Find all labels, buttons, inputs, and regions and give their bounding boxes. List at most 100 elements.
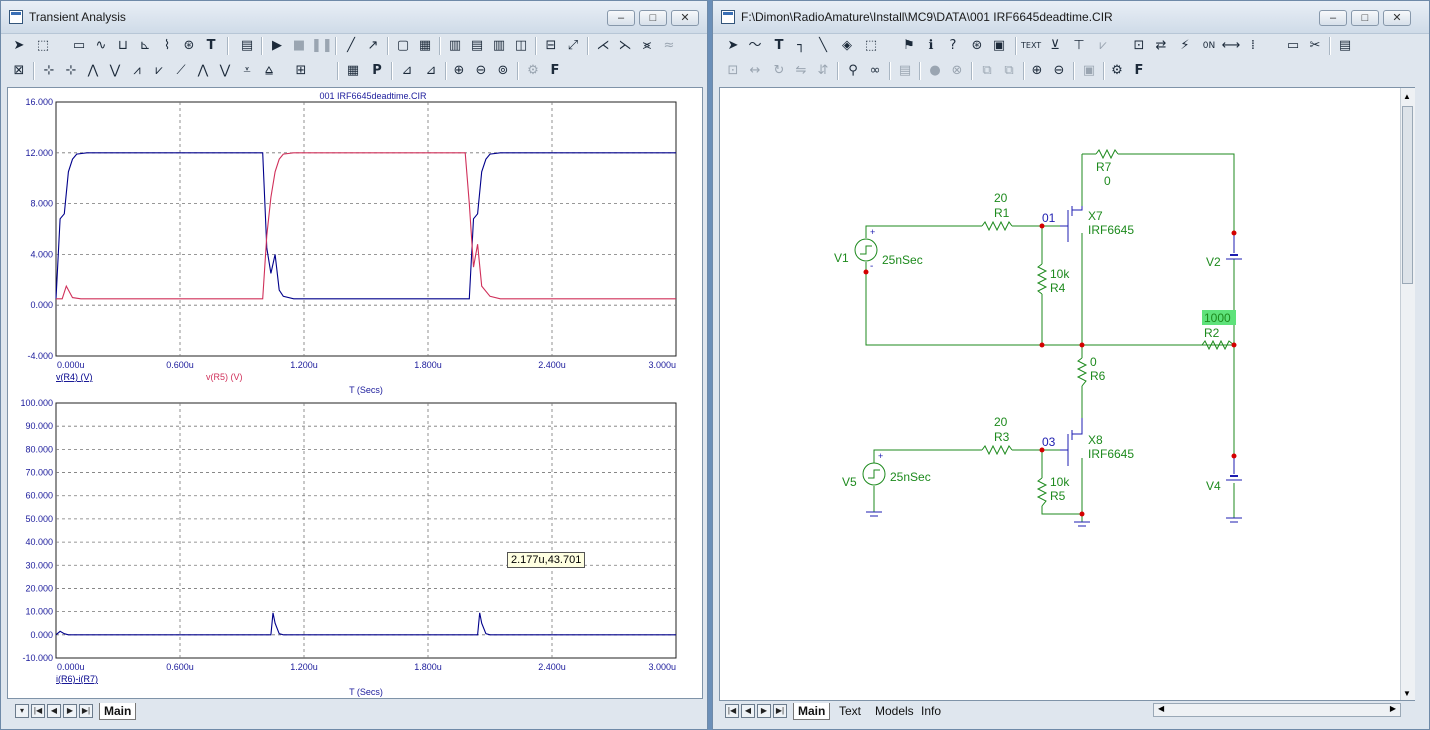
font-icon[interactable]: F bbox=[1134, 63, 1144, 78]
zoom-in-icon[interactable]: ⊕ bbox=[453, 63, 465, 78]
select-arrow-icon[interactable]: ➤ bbox=[727, 38, 739, 53]
stop-circle-icon[interactable]: ⊗ bbox=[951, 63, 963, 78]
global-low-icon[interactable]: ⋁ bbox=[219, 63, 231, 78]
inflection-icon[interactable]: ⟋ bbox=[176, 63, 186, 78]
scroll-down-icon[interactable]: ▾ bbox=[15, 704, 29, 718]
point-icon[interactable]: ⊛ bbox=[183, 38, 195, 53]
graph-icon[interactable]: ▭ bbox=[72, 38, 86, 53]
find-icon[interactable]: ⚲ bbox=[848, 63, 858, 78]
label-p-icon[interactable]: P bbox=[372, 63, 382, 78]
peak-icon[interactable]: ⋌ bbox=[596, 38, 610, 53]
maximize-button[interactable]: □ bbox=[639, 10, 667, 26]
yx-icon[interactable]: ⊿ bbox=[425, 63, 437, 78]
line-icon[interactable]: ╱ bbox=[347, 38, 355, 53]
close-button[interactable]: ✕ bbox=[1383, 10, 1411, 26]
chart-icon[interactable]: ⊠ bbox=[13, 63, 25, 78]
low-icon[interactable]: ⩗ bbox=[155, 63, 163, 78]
select-arrow-icon[interactable]: ➤ bbox=[13, 38, 25, 53]
ortho-wire-icon[interactable]: ┐ bbox=[797, 38, 805, 53]
horizontal-scrollbar[interactable]: ◀ ▶ bbox=[1153, 703, 1401, 717]
flip-v-icon[interactable]: ⇵ bbox=[817, 63, 829, 78]
copy-icon[interactable]: ⧉ bbox=[982, 63, 992, 78]
highlight-icon[interactable]: ⚡ bbox=[1180, 38, 1190, 53]
box-icon[interactable]: ⊔ bbox=[117, 38, 129, 53]
left-cursor-icon[interactable]: ⊹ bbox=[43, 63, 55, 78]
wave-icon[interactable]: ≈ bbox=[663, 38, 675, 53]
probe-icon[interactable]: ⊛ bbox=[971, 38, 983, 53]
prev-tab-icon[interactable]: ◀ bbox=[741, 704, 755, 718]
cut-icon[interactable]: ✂ bbox=[1309, 38, 1321, 53]
component-icon[interactable]: ⬚ bbox=[36, 38, 50, 53]
bottom-icon[interactable]: ⩠ bbox=[265, 63, 273, 78]
right-cursor-icon[interactable]: ⊹ bbox=[65, 63, 77, 78]
tab-main[interactable]: Main bbox=[99, 703, 137, 720]
cursor-icon[interactable]: ⤢ bbox=[567, 38, 579, 53]
attr-icon[interactable]: ⊡ bbox=[1133, 38, 1145, 53]
font-icon[interactable]: F bbox=[550, 63, 560, 78]
camera-icon[interactable]: ▣ bbox=[1082, 63, 1096, 78]
scroll-thumb[interactable] bbox=[1402, 106, 1413, 284]
tab-models[interactable]: Models bbox=[875, 704, 914, 718]
split-vertical-icon[interactable]: ▤ bbox=[470, 38, 484, 53]
scroll-left-icon[interactable]: ◀ bbox=[1158, 704, 1165, 713]
zoom-fit-icon[interactable]: ⊚ bbox=[497, 63, 509, 78]
panel-icon[interactable]: ▭ bbox=[1286, 38, 1300, 53]
flip-h-icon[interactable]: ⇋ bbox=[795, 63, 807, 78]
xy-icon[interactable]: ⊿ bbox=[401, 63, 413, 78]
prev-tab-icon[interactable]: ◀ bbox=[47, 704, 61, 718]
check-icon[interactable]: ▣ bbox=[992, 38, 1006, 53]
last-tab-icon[interactable]: ▶| bbox=[773, 704, 787, 718]
zoom-out-icon[interactable]: ⊖ bbox=[1053, 63, 1065, 78]
next-tab-icon[interactable]: ▶ bbox=[757, 704, 771, 718]
text-tool-icon[interactable]: T bbox=[774, 38, 784, 53]
numeric-icon[interactable]: ▦ bbox=[346, 63, 360, 78]
pin-connect-icon[interactable]: ⇄ bbox=[1155, 38, 1167, 53]
component-icon[interactable]: ◈ bbox=[842, 38, 852, 53]
tab-text[interactable]: Text bbox=[839, 704, 862, 718]
grid-snap-icon[interactable]: ⩗ bbox=[1099, 38, 1107, 53]
settings-icon[interactable]: ⚙ bbox=[1111, 63, 1123, 78]
minimize-button[interactable]: – bbox=[1319, 10, 1347, 26]
split-horizontal-icon[interactable]: ▥ bbox=[448, 38, 462, 53]
scale-icon[interactable]: ⊞ bbox=[295, 63, 307, 78]
paste-icon[interactable]: ⧉ bbox=[1004, 63, 1014, 78]
slope-icon[interactable]: ⪤ bbox=[642, 38, 652, 53]
binoculars-icon[interactable]: ∞ bbox=[869, 63, 881, 78]
maximize-button[interactable]: □ bbox=[1351, 10, 1379, 26]
tag-icon[interactable]: ⌇ bbox=[163, 38, 171, 53]
minimize-button[interactable]: – bbox=[607, 10, 635, 26]
grid-icon[interactable]: ▦ bbox=[418, 38, 432, 53]
last-tab-icon[interactable]: ▶| bbox=[79, 704, 93, 718]
rotate-icon[interactable]: ↻ bbox=[773, 63, 785, 78]
frame-icon[interactable]: ▢ bbox=[396, 38, 410, 53]
first-tab-icon[interactable]: |◀ bbox=[31, 704, 45, 718]
high-icon[interactable]: ⩘ bbox=[133, 63, 141, 78]
select-box-icon[interactable]: ⊡ bbox=[727, 63, 739, 78]
close-button[interactable]: ✕ bbox=[671, 10, 699, 26]
scroll-right-icon[interactable]: ▶ bbox=[1389, 704, 1396, 713]
dots-icon[interactable]: ⁞ bbox=[1250, 38, 1256, 53]
arrow-line-icon[interactable]: ↗ bbox=[367, 38, 379, 53]
zoom-in-icon[interactable]: ⊕ bbox=[1031, 63, 1043, 78]
scroll-up-icon[interactable]: ▲ bbox=[1403, 92, 1411, 101]
first-tab-icon[interactable]: |◀ bbox=[725, 704, 739, 718]
diagonal-wire-icon[interactable]: ╲ bbox=[819, 38, 827, 53]
pin-icon[interactable]: ⊻ bbox=[1050, 38, 1060, 53]
node-numbers-icon[interactable]: 0N bbox=[1202, 41, 1216, 51]
warning-icon[interactable]: ● bbox=[929, 63, 941, 78]
properties-icon[interactable]: ▤ bbox=[240, 38, 254, 53]
tile-icon[interactable]: ▥ bbox=[492, 38, 506, 53]
connect-icon[interactable]: ⟷ bbox=[1221, 38, 1241, 53]
tile2-icon[interactable]: ◫ bbox=[514, 38, 528, 53]
stop-icon[interactable]: ■ bbox=[292, 38, 306, 53]
page-icon[interactable]: ▤ bbox=[898, 63, 912, 78]
component-menu-icon[interactable]: ⬚ bbox=[864, 38, 878, 53]
curve-icon[interactable]: ∿ bbox=[95, 38, 107, 53]
node-icon[interactable]: ⊤ bbox=[1073, 38, 1085, 53]
text-tool-icon[interactable]: T bbox=[206, 38, 216, 53]
tab-info[interactable]: Info bbox=[921, 704, 942, 718]
next-tab-icon[interactable]: ▶ bbox=[63, 704, 77, 718]
flag-icon[interactable]: ⚑ bbox=[903, 38, 915, 53]
plot-icon[interactable]: ⊟ bbox=[545, 38, 557, 53]
info-icon[interactable]: ℹ bbox=[928, 38, 934, 53]
